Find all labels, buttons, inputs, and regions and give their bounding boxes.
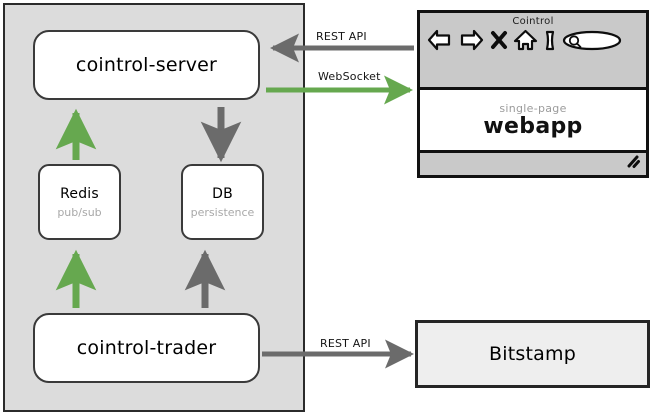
page-icon[interactable] (543, 28, 557, 57)
webapp-subtitle: single-page (499, 101, 567, 115)
forward-arrow-icon[interactable] (458, 28, 485, 57)
node-redis-label: Redis (60, 185, 99, 202)
node-cointrol-trader[interactable]: cointrol-trader (33, 313, 260, 383)
back-arrow-icon[interactable] (426, 28, 453, 57)
browser-chrome: Cointrol (420, 13, 646, 90)
resize-grip-icon[interactable] (625, 153, 641, 173)
connector-label-websocket: WebSocket (318, 70, 381, 83)
node-cointrol-server[interactable]: cointrol-server (33, 30, 260, 100)
browser-window-mockup[interactable]: Cointrol (417, 10, 649, 178)
node-db-label: DB (212, 185, 233, 202)
search-box-icon[interactable] (562, 28, 622, 57)
webapp-title: webapp (483, 113, 583, 139)
stop-icon[interactable] (490, 28, 508, 57)
node-db-sublabel: persistence (190, 205, 255, 219)
node-redis-sublabel: pub/sub (57, 205, 102, 219)
node-bitstamp-label: Bitstamp (489, 343, 576, 365)
node-db[interactable]: DB persistence (181, 164, 264, 240)
home-icon[interactable] (513, 28, 538, 57)
node-redis[interactable]: Redis pub/sub (38, 164, 121, 240)
node-cointrol-server-label: cointrol-server (75, 54, 218, 76)
browser-window-title: Cointrol (512, 16, 554, 27)
browser-statusbar (420, 150, 646, 175)
connector-label-rest-api-bitstamp: REST API (320, 337, 371, 350)
connector-label-rest-api-webapp: REST API (316, 30, 367, 43)
node-bitstamp[interactable]: Bitstamp (415, 320, 650, 388)
node-cointrol-trader-label: cointrol-trader (76, 337, 217, 359)
browser-toolbar (420, 27, 646, 57)
browser-viewport: single-page webapp (420, 90, 646, 150)
